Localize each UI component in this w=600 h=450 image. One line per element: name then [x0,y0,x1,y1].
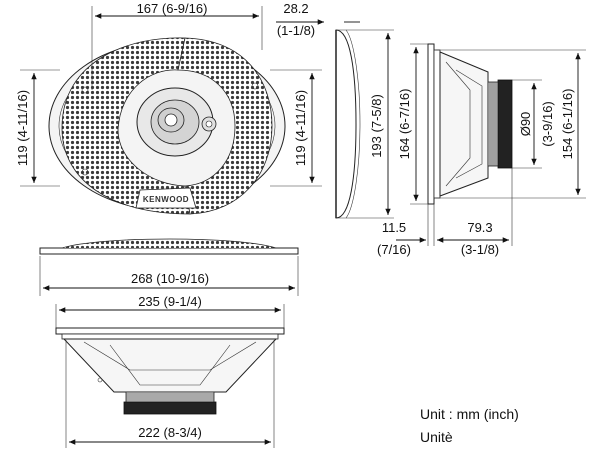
unit-label-fr: Unitè [420,429,453,445]
front-view-speaker: KENWOOD [48,37,286,215]
dim-11-5: 11.5 [382,220,406,235]
dim-268: 268 (10-9/16) [131,271,209,286]
dim-164: 164 (6-7/16) [397,89,412,160]
dim-235: 235 (9-1/4) [138,294,202,309]
dim-90: Ø90 [518,112,533,137]
dim-154: 154 (6-1/16) [560,89,575,160]
dim-222: 222 (8-3/4) [138,425,202,440]
dim-193: 193 (7-5/8) [369,94,384,158]
dim-119-left: 119 (4-11/16) [15,90,30,166]
dim-28-2: 28.2 [283,1,308,16]
dim-167: 167 (6-9/16) [137,1,208,16]
side-view-thin [335,29,361,219]
top-view-thin [39,238,299,255]
brand-logo: KENWOOD [143,195,189,204]
dim-119-right: 119 (4-11/16) [293,90,308,166]
dim-90-inch: (3-9/16) [540,101,555,147]
bottom-view-profile [55,327,285,415]
side-view-profile [427,43,513,205]
dim-28-2-inch: (1-1/8) [277,23,315,38]
dim-79-3: 79.3 [467,220,492,235]
dim-79-3-inch: (3-1/8) [461,242,499,257]
unit-label: Unit : mm (inch) [420,406,519,422]
dim-11-5-inch: (7/16) [377,242,411,257]
